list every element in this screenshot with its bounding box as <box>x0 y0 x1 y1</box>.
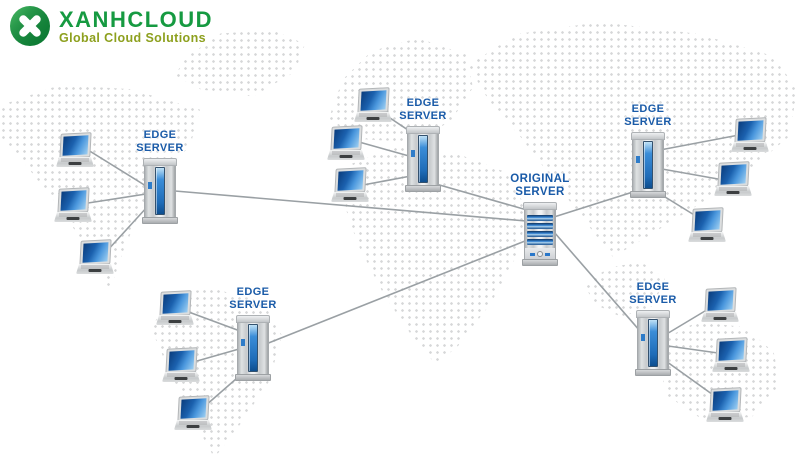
client-laptop-icon <box>354 87 392 122</box>
client-laptop-icon <box>331 167 369 202</box>
client-laptop-icon <box>54 187 92 222</box>
client-laptop-icon <box>156 290 194 325</box>
client-laptop-icon <box>731 117 769 152</box>
logo-text: XANHCLOUD Global Cloud Solutions <box>59 8 213 45</box>
logo: XANHCLOUD Global Cloud Solutions <box>10 6 213 46</box>
server-label: ORIGINAL SERVER <box>510 173 570 198</box>
client-laptop-icon <box>712 337 750 372</box>
client-laptop-icon <box>162 347 200 382</box>
client-laptop-icon <box>327 125 365 160</box>
edge-server-icon <box>630 132 666 198</box>
client-laptop-icon <box>714 161 752 196</box>
client-laptop-icon <box>706 387 744 422</box>
server-label: EDGE SERVER <box>136 129 184 154</box>
client-laptop-icon <box>688 207 726 242</box>
xanhcloud-logo-icon <box>10 6 50 46</box>
edge-server-west-node: EDGE SERVER <box>136 129 183 224</box>
edge-server-southeast-node: EDGE SERVER <box>629 281 676 376</box>
client-laptop-icon <box>174 395 212 430</box>
edge-server-icon <box>635 310 671 376</box>
brand-tagline: Global Cloud Solutions <box>59 30 206 45</box>
client-laptop-icon <box>76 239 114 274</box>
edge-server-icon <box>142 158 178 224</box>
client-laptop-icon <box>56 132 94 167</box>
edge-server-north-node: EDGE SERVER <box>399 97 446 192</box>
client-laptop-icon <box>701 287 739 322</box>
server-label: EDGE SERVER <box>229 286 277 311</box>
edge-server-icon <box>405 126 441 192</box>
original-server-node: ORIGINAL SERVER <box>510 173 569 266</box>
edge-server-east-node: EDGE SERVER <box>624 103 671 198</box>
brand-name: XANHCLOUD <box>59 6 214 32</box>
original-server-icon <box>522 202 558 266</box>
server-label: EDGE SERVER <box>629 281 677 306</box>
edge-server-icon <box>235 315 271 381</box>
server-label: EDGE SERVER <box>624 103 672 128</box>
edge-server-southwest-node: EDGE SERVER <box>229 286 276 381</box>
